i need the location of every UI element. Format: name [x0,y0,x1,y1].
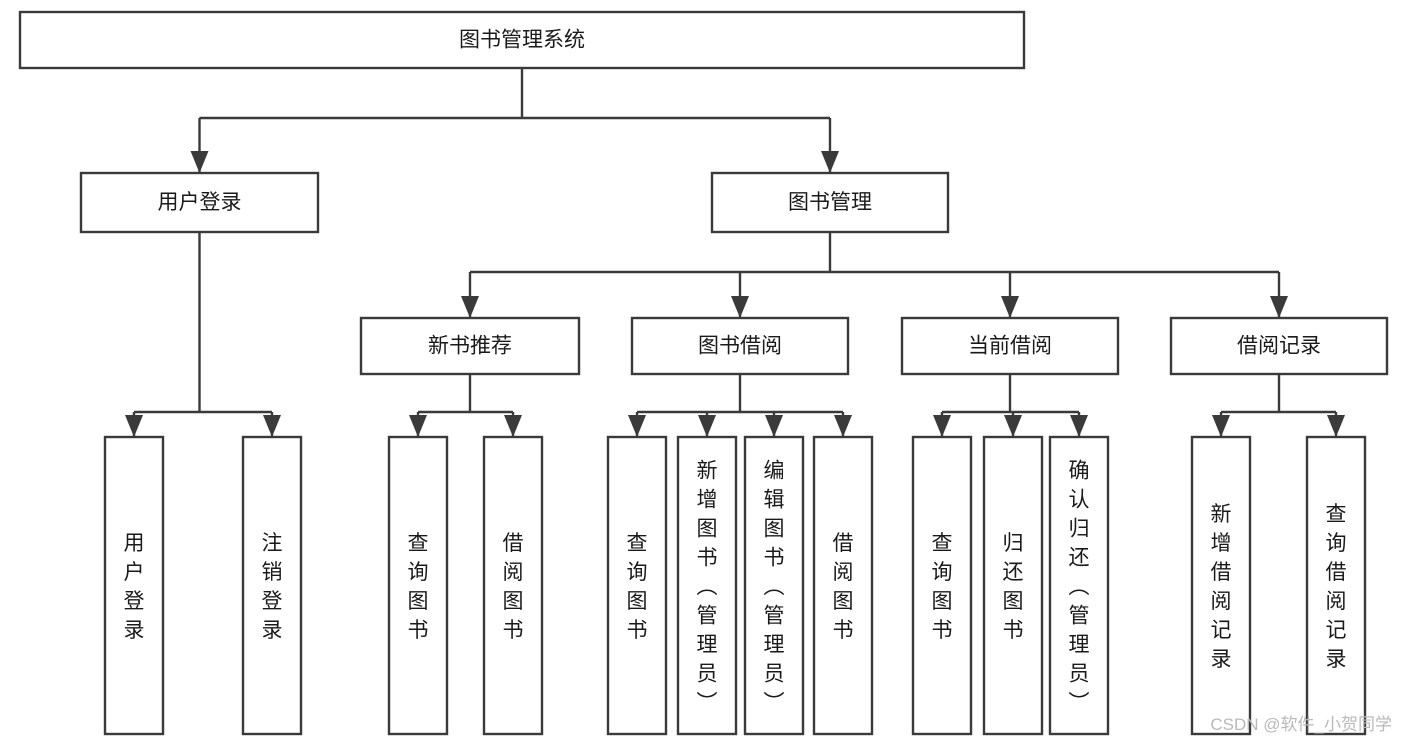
book-borrow-arrow-2 [765,415,783,437]
node-current-borrow[interactable]: 当前借阅 [900,316,1120,376]
borrow-record-arrow-1 [1327,415,1345,437]
book-borrow-arrow-3 [834,415,852,437]
node-book-borrow[interactable]: 图书借阅 [630,316,850,376]
node-label-leaf-query-book-3: 查询图书 [932,532,953,642]
root-arrow-1 [821,151,839,173]
node-label-leaf-add-book: 新增图书︵管理员︶ [697,460,718,715]
node-leaf-borrow-book-1[interactable]: 借阅图书 [482,435,544,736]
node-label-leaf-query-book-1: 查询图书 [408,532,429,642]
node-leaf-user-login[interactable]: 用户登录 [103,435,165,736]
node-boxes-layer: 图书管理系统用户登录图书管理新书推荐图书借阅当前借阅借阅记录用户登录注销登录查询… [18,10,1389,736]
node-leaf-query-book-2[interactable]: 查询图书 [606,435,668,736]
root-arrow-0 [190,151,209,173]
node-label-current-borrow: 当前借阅 [968,335,1052,358]
node-label-user-login: 用户登录 [158,191,242,214]
node-box-leaf-return-book [982,435,1044,736]
node-leaf-user-logout[interactable]: 注销登录 [241,435,303,736]
node-box-book-manage [710,171,950,234]
node-book-manage[interactable]: 图书管理 [710,171,950,234]
current-borrow-arrow-1 [1004,415,1022,437]
connector-lines-layer [125,68,1345,437]
node-label-new-book-recommend: 新书推荐 [428,335,512,358]
node-leaf-borrow-book-2[interactable]: 借阅图书 [812,435,874,736]
current-borrow-arrow-0 [933,415,951,437]
node-leaf-query-book-3[interactable]: 查询图书 [911,435,973,736]
node-label-leaf-user-login: 用户登录 [124,532,145,642]
book-borrow-arrow-0 [628,415,646,437]
node-label-leaf-edit-book: 编辑图书︵管理员︶ [764,460,785,715]
node-box-leaf-confirm-return [1048,435,1110,736]
node-box-book-borrow [630,316,850,376]
node-leaf-return-book[interactable]: 归还图书 [982,435,1044,736]
node-label-book-borrow: 图书借阅 [698,335,782,358]
current-borrow-arrow-2 [1070,415,1088,437]
node-leaf-edit-book[interactable]: 编辑图书︵管理员︶ [743,435,805,736]
node-label-leaf-user-logout: 注销登录 [262,532,283,642]
node-label-leaf-borrow-book-2: 借阅图书 [833,532,854,642]
new-book-recommend-arrow-1 [504,415,522,437]
node-box-leaf-edit-book [743,435,805,736]
node-leaf-confirm-return[interactable]: 确认归还︵管理员︶ [1048,435,1110,736]
node-box-root [18,10,1026,70]
node-label-leaf-return-book: 归还图书 [1003,532,1024,642]
node-label-leaf-add-borrow-record: 新增借阅记录 [1211,503,1232,671]
node-box-leaf-borrow-book-1 [482,435,544,736]
book-manage-arrow-2 [1001,296,1019,318]
node-label-root: 图书管理系统 [459,29,585,52]
node-box-leaf-query-book-1 [387,435,449,736]
borrow-record-arrow-0 [1212,415,1230,437]
csdn-watermark: CSDN @软件_小贺同学 [1210,715,1392,734]
node-new-book-recommend[interactable]: 新书推荐 [359,316,581,376]
node-box-leaf-add-book [676,435,738,736]
book-borrow-arrow-1 [698,415,716,437]
new-book-recommend-arrow-0 [409,415,427,437]
node-box-borrow-record [1169,316,1389,376]
node-label-book-manage: 图书管理 [788,191,872,214]
node-label-leaf-borrow-book-1: 借阅图书 [503,532,524,642]
book-manage-arrow-1 [731,296,749,318]
user-login-arrow-1 [263,415,281,437]
node-box-current-borrow [900,316,1120,376]
node-box-leaf-add-borrow-record [1190,435,1252,736]
node-label-leaf-query-book-2: 查询图书 [627,532,648,642]
user-login-arrow-0 [125,415,143,437]
node-borrow-record[interactable]: 借阅记录 [1169,316,1389,376]
node-root[interactable]: 图书管理系统 [18,10,1026,70]
node-label-leaf-query-borrow-record: 查询借阅记录 [1326,503,1347,671]
node-box-leaf-user-logout [241,435,303,736]
book-manage-arrow-0 [461,296,479,318]
node-label-leaf-confirm-return: 确认归还︵管理员︶ [1069,460,1090,715]
node-box-leaf-user-login [103,435,165,736]
node-box-leaf-borrow-book-2 [812,435,874,736]
node-box-new-book-recommend [359,316,581,376]
node-box-user-login [79,171,320,234]
node-box-leaf-query-book-2 [606,435,668,736]
node-box-leaf-query-borrow-record [1305,435,1367,736]
node-leaf-query-borrow-record[interactable]: 查询借阅记录 [1305,435,1367,736]
book-manage-arrow-3 [1270,296,1288,318]
node-leaf-add-book[interactable]: 新增图书︵管理员︶ [676,435,738,736]
node-user-login[interactable]: 用户登录 [79,171,320,234]
node-leaf-add-borrow-record[interactable]: 新增借阅记录 [1190,435,1252,736]
node-label-borrow-record: 借阅记录 [1237,335,1321,358]
node-box-leaf-query-book-3 [911,435,973,736]
node-leaf-query-book-1[interactable]: 查询图书 [387,435,449,736]
